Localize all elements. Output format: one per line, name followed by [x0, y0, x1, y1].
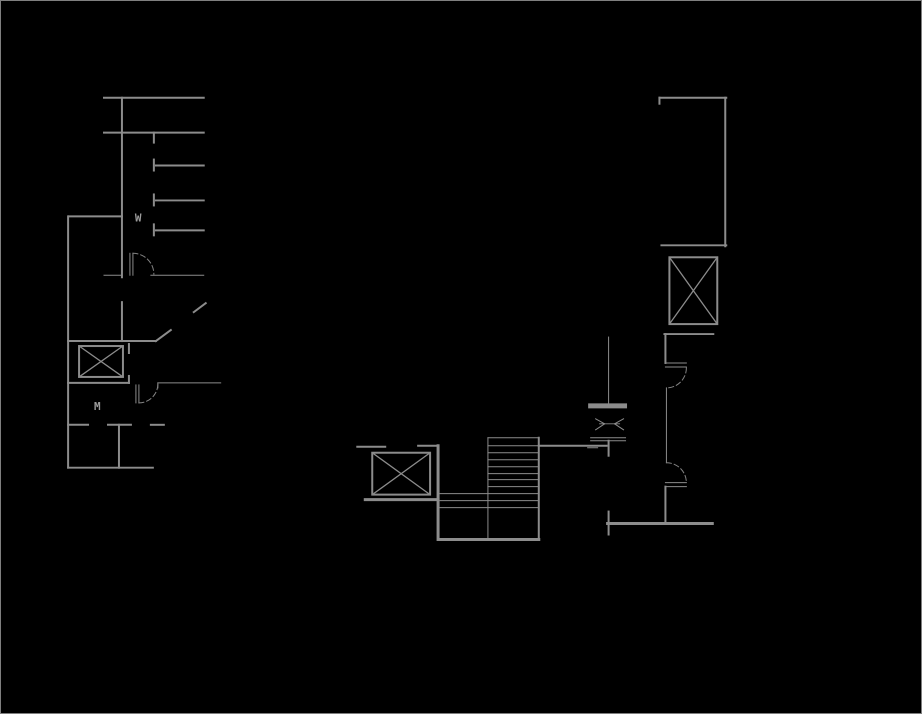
right-plan-corridor	[587, 96, 728, 536]
door-arc-women	[132, 252, 155, 275]
shaft-cross-line	[668, 256, 719, 325]
wall-line	[192, 301, 208, 314]
shaft-box-right	[668, 256, 719, 326]
center-stair-core	[356, 436, 608, 541]
room-label-women: W	[135, 211, 142, 224]
shaft-outline	[371, 451, 432, 496]
room-label-men: M	[94, 400, 101, 413]
shaft-box-left	[78, 345, 124, 378]
left-plan-restrooms	[67, 96, 222, 469]
wall-line	[154, 328, 173, 343]
wall-line	[613, 418, 625, 425]
shaft-cross-line	[78, 345, 124, 378]
door-arc-right-lower	[665, 462, 687, 484]
wall-line	[594, 418, 606, 425]
wall-line	[594, 423, 606, 431]
shaft-cross-line	[371, 451, 431, 496]
shaft-box-center	[371, 451, 432, 496]
wall-line	[613, 423, 625, 431]
door-arc-men	[138, 383, 159, 404]
shaft-outline	[78, 345, 124, 378]
shaft-outline	[668, 256, 719, 326]
door-arc-right-upper	[665, 367, 687, 389]
